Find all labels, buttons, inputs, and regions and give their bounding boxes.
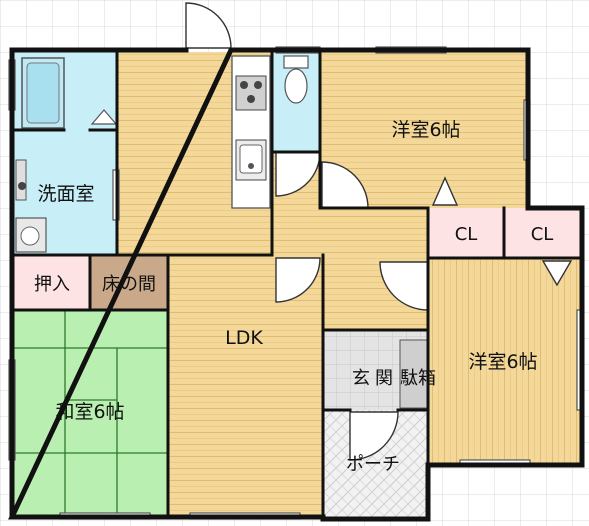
walls [8,47,585,522]
closet-2-floor [504,208,580,258]
burner-icon [247,95,255,103]
washer-pan [15,159,27,201]
faucet-icon [18,182,26,190]
entrance-hall-label: 関 [375,368,393,389]
ldk-door [275,257,321,303]
western-room-2-label: 洋室6帖 [468,351,537,373]
oshiire-floor [14,255,90,310]
back-door [185,2,232,49]
closet-1-floor [428,208,504,258]
stove [235,75,267,111]
burner-icon [254,81,262,89]
western-room-2-floor [428,255,580,463]
sink-bowl [239,144,263,174]
closet-1-label: CL [455,224,478,245]
doors [185,2,573,461]
washroom-label: 洗面室 [37,183,94,205]
entrance-label: 玄 [352,368,370,389]
room-2-door [379,261,429,311]
closet-2-arrow [541,260,573,287]
fixtures [15,55,429,409]
room-1-door [321,161,369,209]
room-labels: 洋室6帖 洗面室 CL CL 押入 床の間 LDK 洋室6帖 玄 関 駄箱 和室… [34,119,553,475]
burner-icon [240,81,248,89]
porch-label: ポーチ [346,454,400,475]
shoe-cabinet [399,339,429,409]
ldk-floor [168,255,323,517]
toilet-tank [283,55,309,69]
western-room-1-label: 洋室6帖 [391,119,460,141]
drain-icon [248,163,254,169]
ldk-label: LDK [225,327,263,349]
bathtub-inner [26,62,60,124]
floor-fills [14,52,580,517]
entrance-door [349,411,399,461]
oshiire-label: 押入 [34,274,70,295]
closet-2-label: CL [531,224,554,245]
washbasin-bowl [20,226,40,246]
closet-1-arrow [431,176,459,206]
toilet-bowl [284,68,308,104]
tokonoma-label: 床の間 [102,274,156,295]
interior-wall [12,48,584,519]
japanese-room-label: 和室6帖 [55,401,124,423]
bath-step [90,109,118,125]
shoe-cabinet-label: 駄箱 [400,368,436,389]
